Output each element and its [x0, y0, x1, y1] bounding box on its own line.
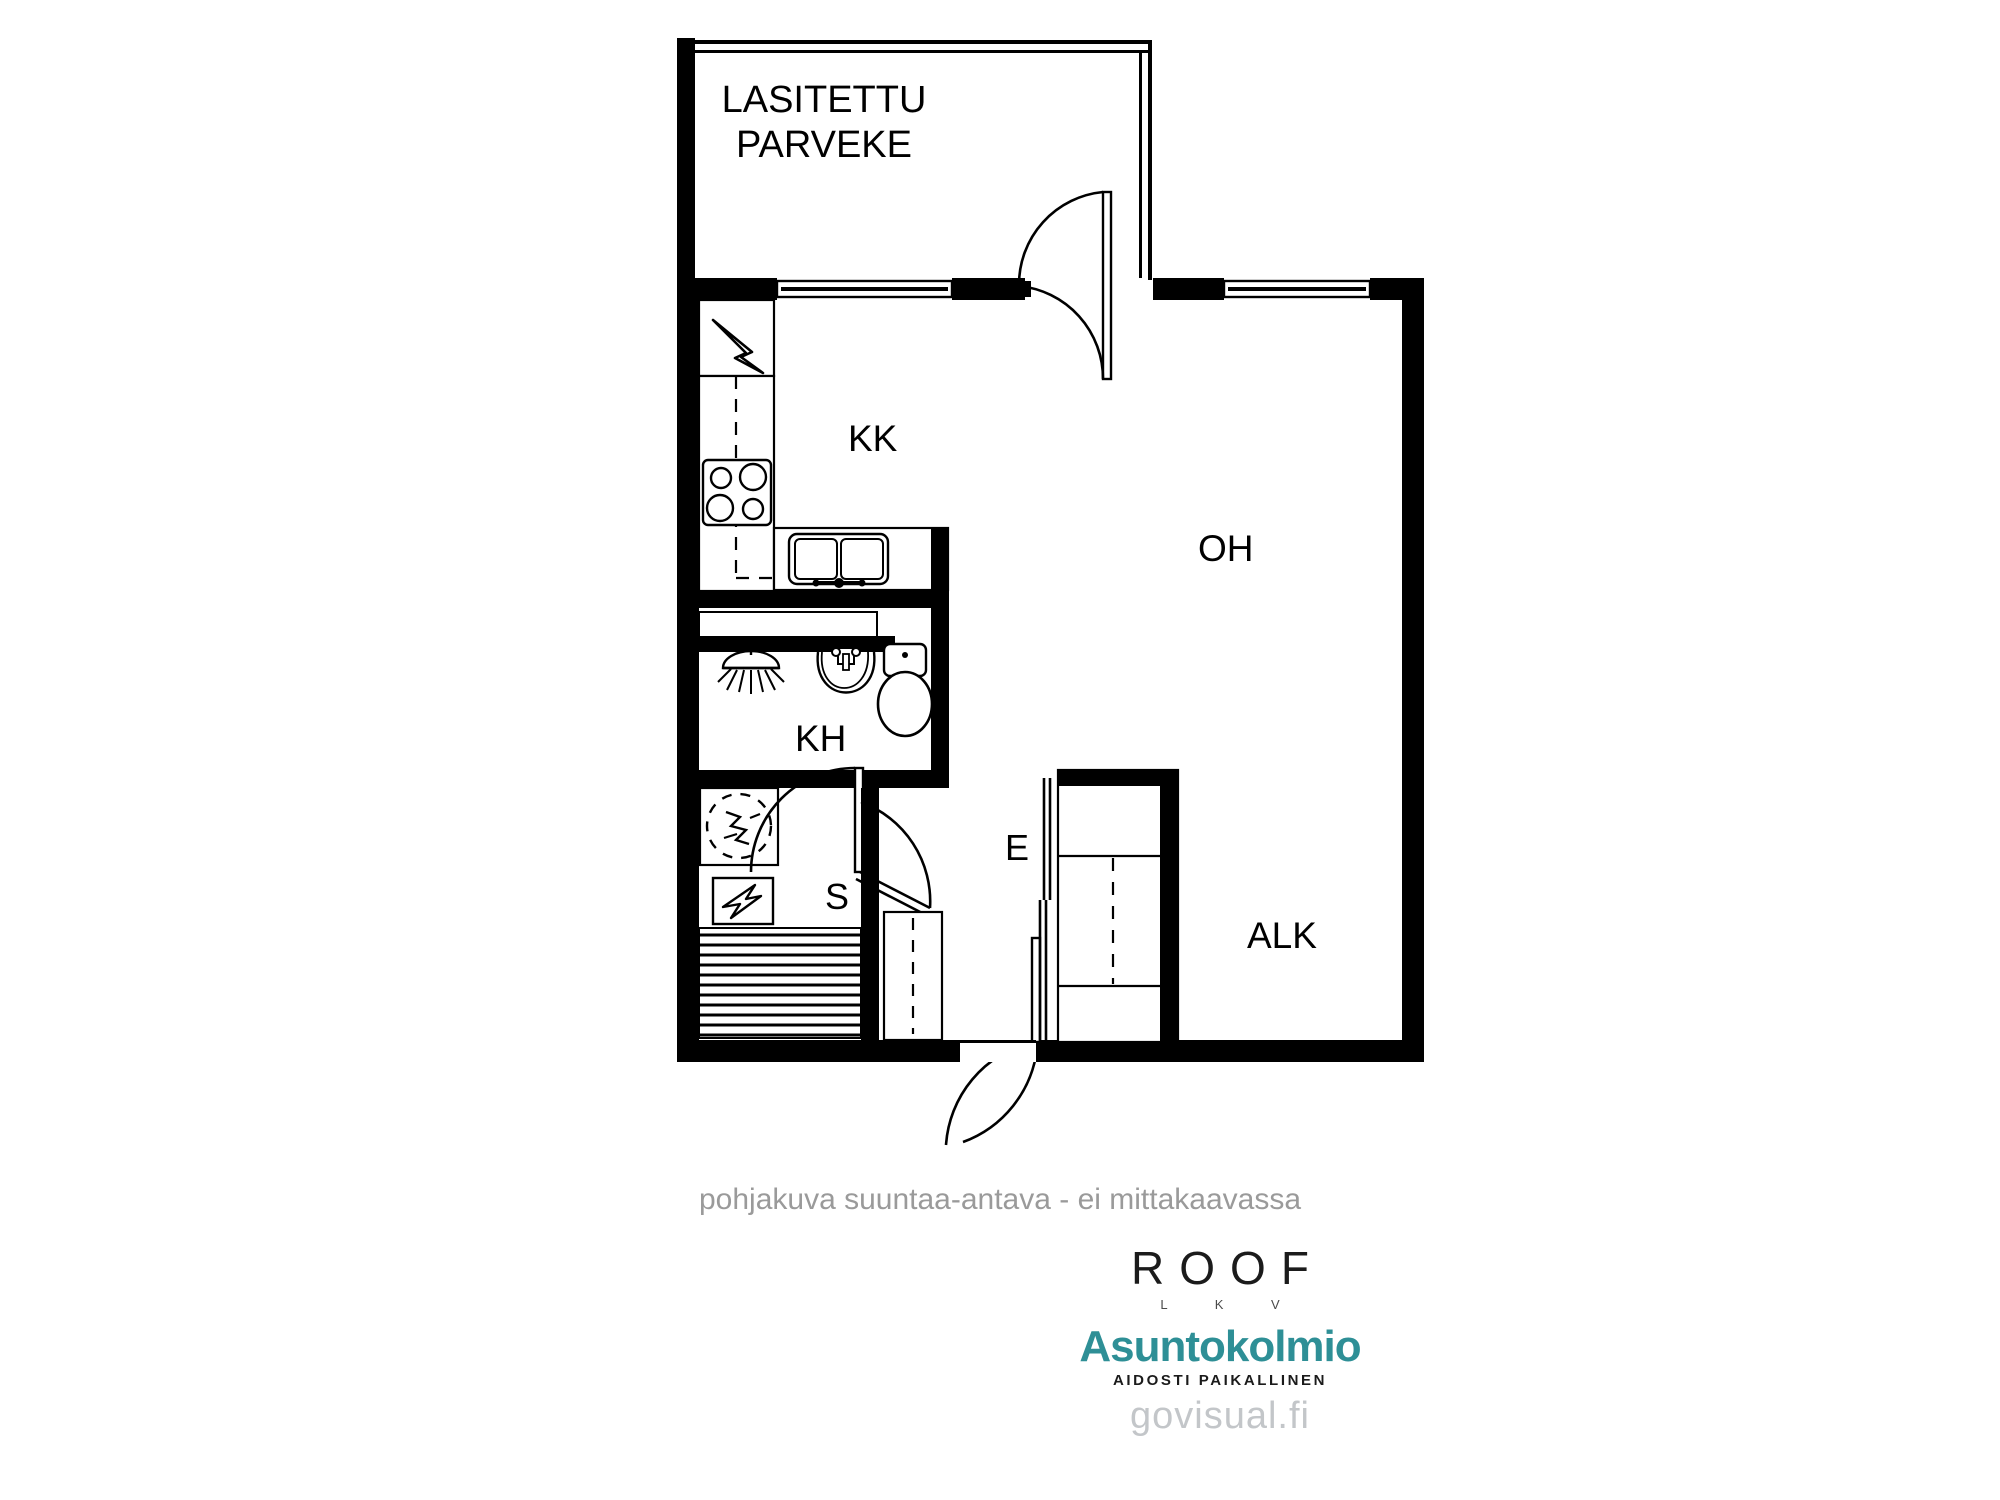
asuntokolmio-logo-subtext: AIDOSTI PAIKALLINEN — [1112, 1372, 1328, 1389]
kitchen-bathroom-partition — [699, 528, 949, 608]
living-window — [1222, 279, 1372, 299]
room-label-balcony-line1: LASITETTU — [721, 79, 927, 121]
roof-logo-text: ROOF — [1131, 1242, 1324, 1294]
brand-logos: ROOF L K V Asuntokolmio AIDOSTI PAIKALLI… — [1005, 1245, 1435, 1389]
washing-machine — [698, 786, 780, 867]
closet-hall — [882, 910, 944, 1042]
room-label-hall: E — [1005, 827, 1030, 868]
washbasin — [816, 647, 876, 694]
sauna-heater-icon — [711, 876, 775, 926]
entry-threshold — [960, 1040, 1036, 1062]
room-label-sauna: S — [825, 876, 850, 917]
roof-logo-subtext: L K V — [1160, 1297, 1302, 1312]
shower-head-icon — [717, 645, 785, 694]
sauna-walls — [861, 788, 879, 1042]
room-label-balcony: LASITETTU PARVEKE — [694, 78, 954, 168]
room-label-dining: ALK — [1247, 915, 1317, 956]
balcony-door — [1017, 190, 1113, 381]
sauna-benches — [698, 927, 862, 1039]
double-basin-sink — [787, 532, 890, 588]
closet-dining — [1038, 768, 1180, 1044]
electrical-riser-icon — [711, 318, 765, 375]
room-label-balcony-line2: PARVEKE — [735, 123, 912, 166]
exterior-walls — [677, 278, 1424, 1062]
room-label-living: OH — [1198, 528, 1254, 569]
cooktop-four-burner — [701, 458, 773, 527]
scale-disclaimer: pohjakuva suuntaa-antava - ei mittakaava… — [698, 1183, 1302, 1216]
room-label-bathroom: KH — [795, 718, 847, 759]
govisual-watermark: govisual.fi — [1130, 1395, 1310, 1437]
asuntokolmio-logo-text: Asuntokolmio — [1079, 1322, 1361, 1371]
balcony-window — [775, 279, 954, 299]
balcony-outline — [677, 38, 1152, 280]
room-label-kitchen: KK — [848, 418, 898, 459]
toilet — [876, 642, 934, 738]
